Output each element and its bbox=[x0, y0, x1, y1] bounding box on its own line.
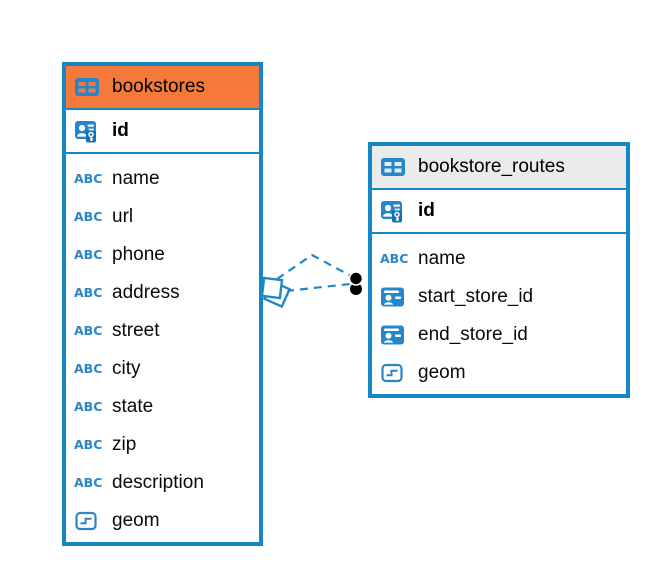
primary-key-row[interactable]: id bbox=[372, 190, 626, 234]
text-icon-slot: ABC bbox=[74, 322, 104, 338]
primary-key-row[interactable]: id bbox=[66, 110, 259, 154]
text-icon-slot: ABC bbox=[74, 360, 104, 376]
column-row-end_store_id[interactable]: end_store_id bbox=[372, 316, 626, 354]
column-row-url[interactable]: ABC url bbox=[66, 198, 259, 236]
text-icon: ABC bbox=[74, 208, 103, 224]
text-icon-slot: ABC bbox=[74, 170, 104, 186]
geometry-icon-slot bbox=[380, 361, 410, 385]
primary-key-icon bbox=[75, 120, 96, 142]
table-header-bookstores[interactable]: bookstores bbox=[66, 66, 259, 110]
column-name: address bbox=[112, 282, 180, 303]
primary-key-icon bbox=[381, 200, 402, 222]
text-icon: ABC bbox=[74, 474, 103, 490]
column-row-name[interactable]: ABC name bbox=[66, 160, 259, 198]
column-row-address[interactable]: ABC address bbox=[66, 274, 259, 312]
column-row-start_store_id[interactable]: start_store_id bbox=[372, 278, 626, 316]
column-name: url bbox=[112, 206, 134, 227]
column-name: name bbox=[112, 168, 160, 189]
primary-key-icon-slot bbox=[74, 119, 104, 144]
foreign-key-icon bbox=[381, 325, 404, 345]
column-name: description bbox=[112, 472, 204, 493]
column-name: name bbox=[418, 248, 466, 269]
column-name: state bbox=[112, 396, 154, 417]
column-name: city bbox=[112, 358, 141, 379]
geometry-icon bbox=[381, 363, 403, 383]
column-row-geom[interactable]: geom bbox=[66, 502, 259, 540]
text-icon-slot: ABC bbox=[380, 250, 410, 266]
column-name: phone bbox=[112, 244, 165, 265]
foreign-key-icon bbox=[381, 287, 404, 307]
relationship-line-upper[interactable] bbox=[276, 253, 352, 280]
relationship-source-marker-squares[interactable] bbox=[260, 276, 292, 309]
text-icon-slot: ABC bbox=[74, 398, 104, 414]
relationship-target-marker-dots[interactable] bbox=[348, 271, 364, 295]
text-icon-slot: ABC bbox=[74, 284, 104, 300]
column-name: geom bbox=[418, 362, 466, 383]
text-icon: ABC bbox=[74, 246, 103, 262]
text-icon: ABC bbox=[74, 322, 103, 338]
text-icon: ABC bbox=[74, 170, 103, 186]
text-icon-slot: ABC bbox=[74, 208, 104, 224]
table-title: bookstore_routes bbox=[418, 156, 565, 177]
table-icon bbox=[75, 78, 99, 96]
column-name: street bbox=[112, 320, 160, 341]
column-row-phone[interactable]: ABC phone bbox=[66, 236, 259, 274]
table-icon bbox=[381, 158, 405, 176]
column-name: id bbox=[418, 200, 435, 221]
text-icon-slot: ABC bbox=[74, 246, 104, 262]
text-icon: ABC bbox=[74, 398, 103, 414]
text-icon-slot: ABC bbox=[74, 474, 104, 490]
column-row-geom[interactable]: geom bbox=[372, 354, 626, 392]
text-icon: ABC bbox=[74, 436, 103, 452]
column-list: ABC name start_store_id end_store_id geom bbox=[372, 234, 626, 394]
text-icon: ABC bbox=[74, 284, 103, 300]
column-row-street[interactable]: ABC street bbox=[66, 312, 259, 350]
column-name: start_store_id bbox=[418, 286, 534, 307]
geometry-icon bbox=[75, 511, 97, 531]
column-name: end_store_id bbox=[418, 324, 528, 345]
entity-table-bookstore-routes[interactable]: bookstore_routes id ABC name start_store_… bbox=[368, 142, 630, 398]
column-name: id bbox=[112, 120, 129, 141]
text-icon: ABC bbox=[380, 250, 409, 266]
column-row-city[interactable]: ABC city bbox=[66, 350, 259, 388]
geometry-icon-slot bbox=[74, 509, 104, 533]
column-row-name[interactable]: ABC name bbox=[372, 240, 626, 278]
foreign-key-icon-slot bbox=[380, 324, 410, 346]
text-icon: ABC bbox=[74, 360, 103, 376]
foreign-key-icon-slot bbox=[380, 286, 410, 308]
table-icon-slot bbox=[74, 76, 104, 98]
relationship-line-lower[interactable] bbox=[285, 282, 351, 293]
table-title: bookstores bbox=[112, 76, 205, 97]
column-name: zip bbox=[112, 434, 137, 455]
column-name: geom bbox=[112, 510, 160, 531]
column-row-description[interactable]: ABC description bbox=[66, 464, 259, 502]
primary-key-icon-slot bbox=[380, 199, 410, 224]
table-header-bookstore-routes[interactable]: bookstore_routes bbox=[372, 146, 626, 190]
text-icon-slot: ABC bbox=[74, 436, 104, 452]
column-row-zip[interactable]: ABC zip bbox=[66, 426, 259, 464]
column-row-state[interactable]: ABC state bbox=[66, 388, 259, 426]
table-icon-slot bbox=[380, 156, 410, 178]
